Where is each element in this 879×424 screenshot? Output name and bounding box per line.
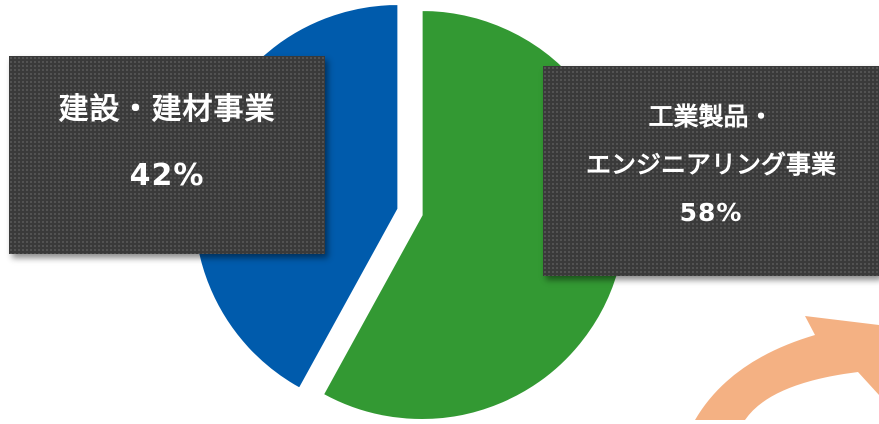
slice-label-name-line-1: 工業製品・ (648, 102, 774, 131)
slice-label-construction: 建設・建材事業 42% (9, 56, 325, 254)
slice-label-name-line-2: エンジニアリング事業 (585, 150, 836, 179)
slice-label-value: 42% (129, 158, 205, 193)
slice-label-name: 建設・建材事業 (58, 92, 276, 127)
curved-arrow-decoration (695, 316, 879, 420)
slice-label-industrial: 工業製品・ エンジニアリング事業 58% (543, 66, 879, 276)
slice-label-value: 58% (679, 198, 743, 227)
